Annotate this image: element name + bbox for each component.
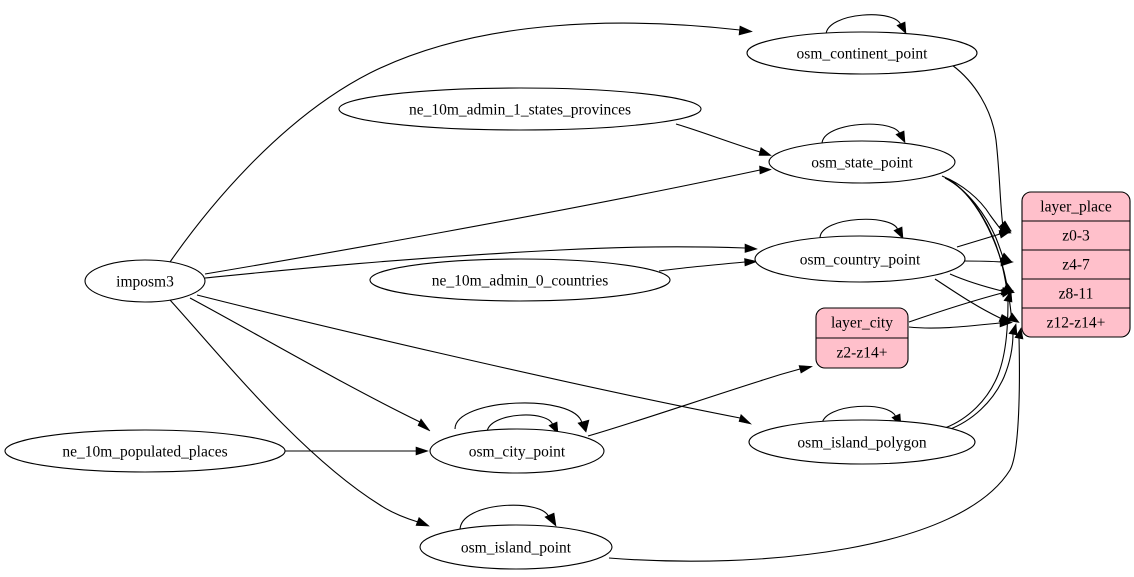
edge-imposm3-to-osm-continent-point (169, 22, 753, 263)
edge-osm-country-point-to-layer-place-z12 (934, 278, 1015, 322)
layer-place-row-z0-3: z0-3 (1062, 228, 1090, 245)
edge-ne-populated-to-osm-city-point (285, 446, 429, 456)
edge-osm-city-point-self-loop (486, 414, 559, 435)
layer-place-row-z12-z14plus: z12-z14+ (1047, 315, 1106, 332)
edge-layer-city-to-layer-place-z12 (908, 318, 1013, 329)
node-ne-populated-label: ne_10m_populated_places (62, 444, 227, 461)
edge-osm-state-point-self-loop (821, 123, 906, 145)
node-osm-city-point[interactable]: osm_city_point (429, 428, 605, 474)
layer-place-row-z8-11: z8-11 (1059, 286, 1094, 303)
layer-city-header-label: layer_city (831, 315, 893, 332)
node-ne-10m-admin-0-countries[interactable]: ne_10m_admin_0_countries (369, 258, 671, 302)
node-osm-island-point-label: osm_island_point (461, 540, 572, 557)
edge-layer-city-to-layer-place-z8-11 (908, 289, 1014, 323)
node-osm-island-polygon-label: osm_island_polygon (797, 435, 926, 452)
node-imposm3[interactable]: imposm3 (84, 259, 206, 303)
layer-place-header-label: layer_place (1040, 199, 1112, 216)
edge-osm-continent-point-self-loop (825, 14, 907, 36)
edge-osm-country-point-to-layer-place-z0-3 (956, 230, 1012, 248)
node-osm-state-point-label: osm_state_point (811, 155, 913, 172)
edge-imposm3-to-osm-island-point (169, 299, 430, 527)
edge-osm-country-point-to-layer-place-z4-7 (962, 257, 1014, 267)
edge-imposm3-to-osm-state-point (204, 165, 772, 275)
edge-osm-city-point-to-layer-city-z2 (587, 365, 813, 437)
node-ne-10m-admin-1-states-provinces[interactable]: ne_10m_admin_1_states_provinces (338, 87, 702, 131)
node-osm-continent-point-label: osm_continent_point (797, 46, 929, 63)
node-ne-states-label: ne_10m_admin_1_states_provinces (409, 102, 631, 119)
edge-osm-continent-point-to-layer-place-z0-3 (951, 64, 1012, 232)
layer-city-row-z2-z14plus: z2-z14+ (837, 345, 888, 362)
edge-ne-states-to-osm-state-point (675, 123, 772, 156)
node-osm-state-point[interactable]: osm_state_point (768, 140, 956, 184)
node-imposm3-label: imposm3 (116, 274, 174, 291)
edge-arc-into-osm-city-point (454, 402, 590, 433)
edge-layer (169, 14, 1024, 562)
record-node-layer-city[interactable]: layer_city z2-z14+ (815, 307, 909, 369)
node-osm-continent-point[interactable]: osm_continent_point (746, 31, 978, 75)
node-osm-city-point-label: osm_city_point (469, 444, 566, 461)
edge-osm-country-point-self-loop (819, 218, 904, 240)
edge-imposm3-to-osm-country-point (204, 243, 758, 279)
record-node-layer-place[interactable]: layer_place z0-3 z4-7 z8-11 z12-z14+ (1021, 191, 1131, 338)
node-ne-countries-label: ne_10m_admin_0_countries (432, 273, 609, 290)
node-osm-country-point-label: osm_country_point (800, 252, 921, 269)
node-osm-island-point[interactable]: osm_island_point (419, 524, 613, 570)
edge-ne-countries-to-osm-country-point (658, 258, 759, 272)
node-ne-10m-populated-places[interactable]: ne_10m_populated_places (4, 429, 286, 473)
layer-place-row-z4-7: z4-7 (1062, 257, 1090, 274)
edge-osm-island-polygon-to-layer-place-z8-11 (944, 290, 1013, 429)
node-osm-island-polygon[interactable]: osm_island_polygon (748, 419, 976, 465)
node-osm-country-point[interactable]: osm_country_point (754, 235, 966, 283)
edge-imposm3-to-osm-island-polygon (196, 294, 752, 425)
edge-osm-island-point-self-loop (459, 504, 557, 531)
edge-osm-island-point-to-layer-place-z12 (608, 327, 1024, 562)
edge-imposm3-to-osm-city-point (189, 297, 431, 432)
node-layer: imposm3 ne_10m_admin_1_states_provinces … (4, 31, 978, 570)
edge-osm-island-polygon-to-layer-place-z12 (947, 323, 1018, 431)
